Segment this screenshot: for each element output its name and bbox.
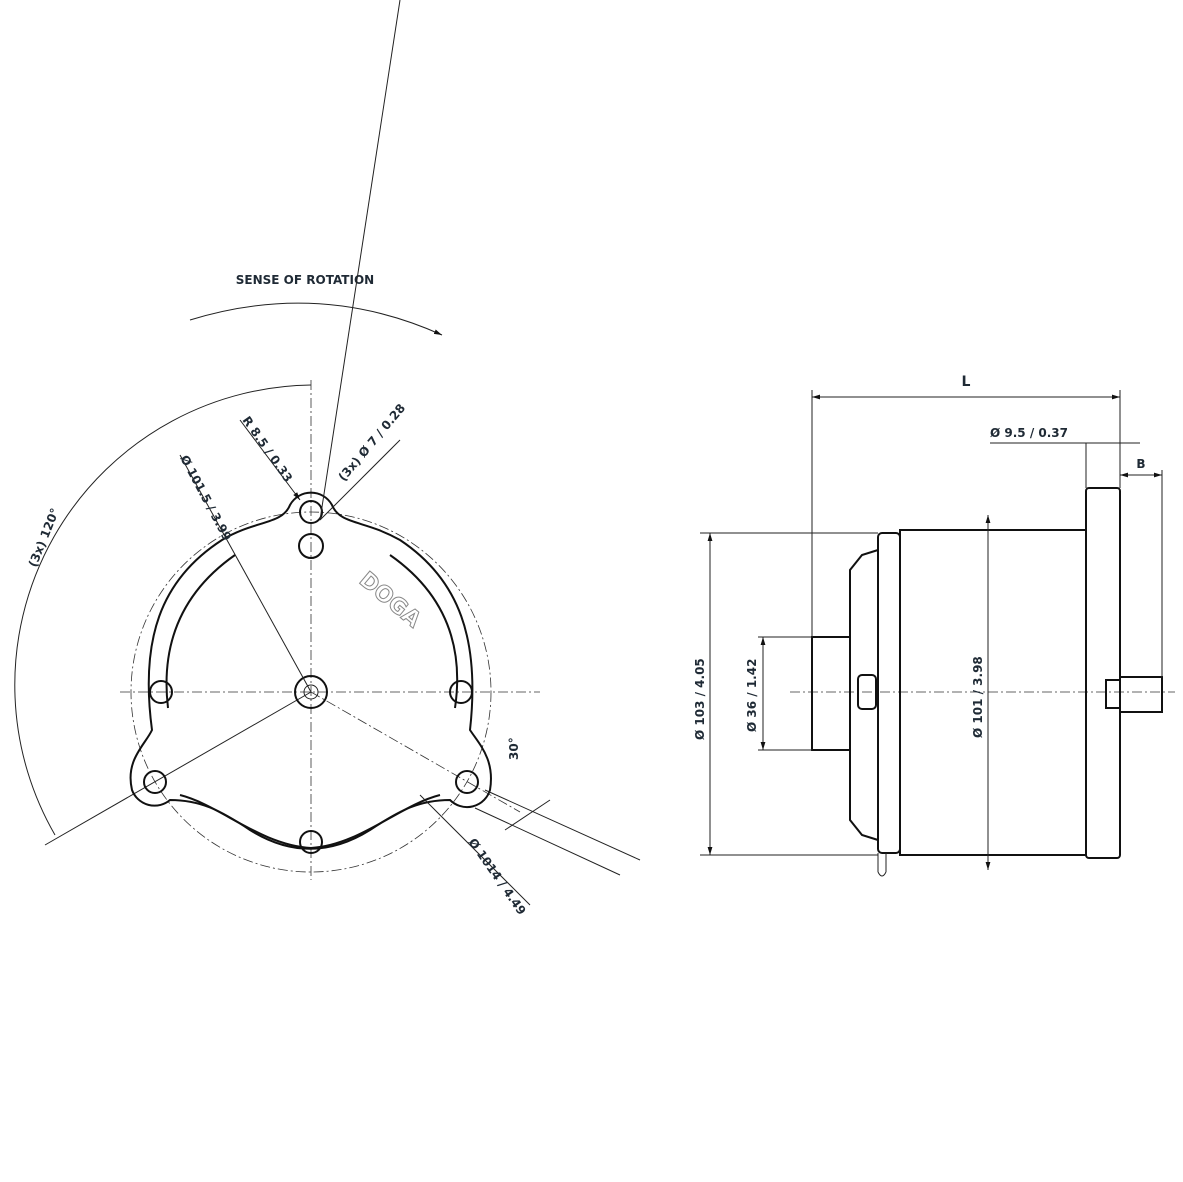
diagonal-centerline [310, 691, 521, 813]
angle-leg [44, 691, 312, 846]
dim-b: B [1136, 457, 1145, 471]
dim-radius-8-5: R 8.5 / 0.33 [240, 414, 296, 485]
screw-icon [298, 533, 324, 559]
cable [474, 789, 641, 876]
mounting-hole-top [299, 500, 323, 524]
angle-arc-120 [14, 384, 312, 836]
dim-line-hole [319, 439, 401, 521]
dim-length: L [962, 374, 971, 390]
motor-flange-outline [129, 491, 492, 850]
front-flange [877, 532, 901, 854]
mounting-hole-right [455, 770, 479, 794]
front-key [857, 674, 877, 710]
rotation-arrow [189, 302, 443, 336]
front-view: SENSE OF ROTATION DOGA [14, 0, 641, 918]
mounting-hole-left [143, 770, 167, 794]
cable-break-mark [504, 799, 551, 831]
screw-icon [149, 680, 173, 704]
dim-dia-36: Ø 36 / 1.42 [745, 659, 759, 732]
motor-body [899, 529, 1087, 856]
dim-angle-30: 30° [507, 737, 521, 760]
dim-dia-1014: Ø 1014 / 4.49 [466, 836, 529, 918]
flange-inner-rim [165, 554, 459, 850]
dim-dia-101: Ø 101 / 3.98 [971, 656, 985, 738]
center-hex-icon [303, 684, 319, 700]
mounting-holes [143, 500, 479, 794]
dim-shaft-dia: Ø 9.5 / 0.37 [990, 426, 1068, 440]
pin [877, 853, 887, 877]
rear-shaft [1119, 676, 1163, 713]
front-pilot [811, 636, 851, 751]
center-screw-icon [294, 675, 328, 709]
dim-line-hole [319, 0, 401, 521]
dim-dia-101-5: Ø 101.5 / 3.99 [177, 453, 234, 543]
front-step [849, 549, 879, 841]
dim-dia-103: Ø 103 / 4.05 [693, 658, 707, 740]
side-view: L Ø 9.5 / 0.37 B Ø 103 / 4.05 Ø 36 / 1.4… [693, 374, 1175, 877]
shaft-key [1105, 679, 1121, 709]
dim-angle-120: (3x) 120° [26, 506, 62, 569]
rotation-label: SENSE OF ROTATION [236, 273, 374, 287]
dim-line-dia-1014 [419, 794, 531, 906]
dim-line-radius [239, 419, 301, 501]
screw-icon [299, 830, 323, 854]
rear-flange [1085, 487, 1121, 859]
doga-logo: DOGA [354, 567, 425, 632]
dim-line-dia-101-5 [179, 454, 312, 693]
screw-icon [449, 680, 473, 704]
screws [149, 533, 473, 854]
